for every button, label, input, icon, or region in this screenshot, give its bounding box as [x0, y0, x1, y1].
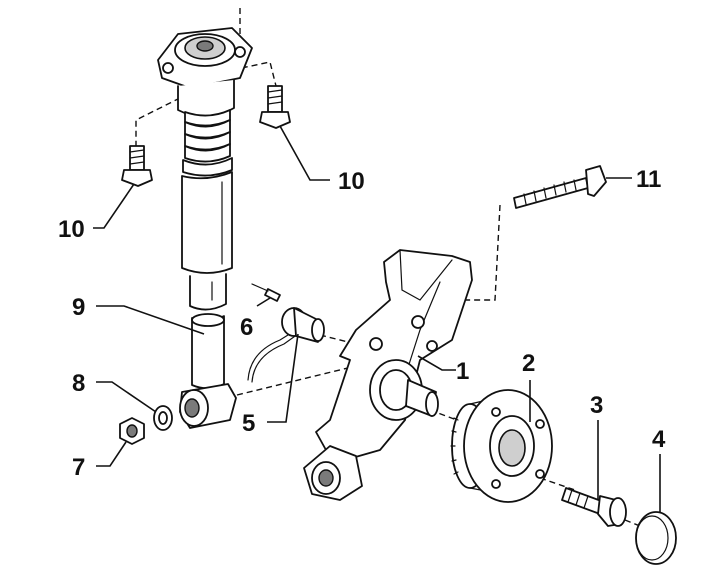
callout-5: 5	[242, 410, 255, 437]
strut-top-mount	[157, 27, 253, 118]
callout-6: 6	[240, 314, 253, 341]
callout-2: 2	[522, 350, 535, 377]
wheel-bearing-housing	[303, 249, 473, 501]
callout-labels: 1 2 3 4 5 6 7 8 9 10 10 11	[58, 166, 666, 481]
dust-cap	[635, 511, 677, 565]
washer	[153, 405, 173, 431]
wheel-hub	[450, 389, 553, 503]
top-mount-bolt-right	[259, 85, 291, 129]
callout-9: 9	[72, 294, 85, 321]
callout-leaders	[93, 125, 661, 512]
long-mounting-bolt	[513, 165, 607, 209]
callout-10-left: 10	[58, 216, 85, 243]
sensor-screw	[251, 283, 281, 302]
nut	[119, 417, 145, 445]
dust-boot	[182, 109, 233, 177]
callout-4: 4	[652, 426, 666, 453]
callout-8: 8	[72, 370, 85, 397]
callout-10-right: 10	[338, 168, 365, 195]
shock-absorber	[179, 171, 237, 429]
callout-3: 3	[590, 392, 603, 419]
callout-7: 7	[72, 454, 85, 481]
hub-bolt	[561, 487, 627, 527]
top-mount-bolt-left	[121, 145, 153, 187]
callout-1: 1	[456, 358, 469, 385]
abs-speed-sensor	[247, 307, 325, 383]
callout-11: 11	[636, 166, 661, 193]
